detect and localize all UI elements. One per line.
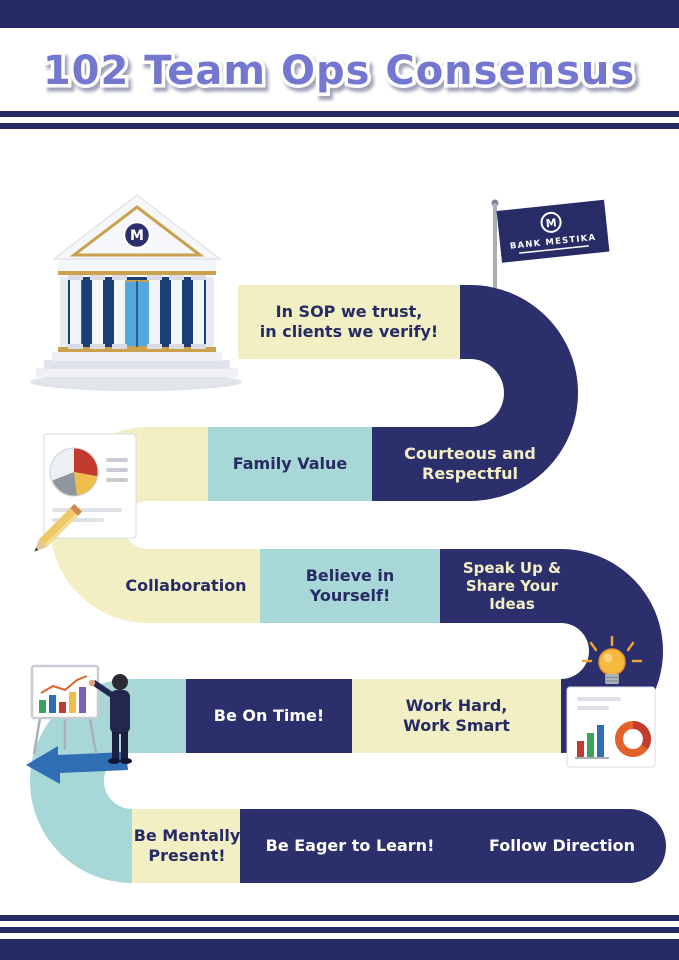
building-step [44,360,230,369]
building-gold-trim [58,271,216,275]
value-label-be-eager: Be Eager to Learn! [265,836,435,856]
donut-chart-icon [615,721,651,757]
building-columns [70,279,204,349]
presenter-whiteboard-illustration [20,638,150,793]
road-segment-be-mentally [132,809,240,883]
footer-rule-1 [0,915,679,921]
page-title: 102 Team Ops Consensus [0,32,679,104]
value-label-be-on-time: Be On Time! [213,706,325,726]
road-segment-be-on-time [186,679,352,753]
road-segment-believe [260,549,440,623]
bar-chart-icon [575,725,609,759]
building-entablature [58,259,216,273]
building-step [36,368,238,377]
road-segment-connector-2 [148,427,208,501]
road-segment-connector-1 [460,285,472,359]
flag-logo-circle [540,211,562,233]
value-label-believe: Believe in Yourself! [305,566,395,605]
bar-chart-icon [39,675,88,713]
footer-rule-2 [0,927,679,933]
building-gold-base [58,347,216,352]
value-label-work-hard: Work Hard, Work Smart [403,696,510,735]
easel-legs [32,717,98,755]
road-segment-in-sop [238,285,460,359]
presenter-person [88,674,132,764]
value-label-in-sop: In SOP we trust, in clients we verify! [259,302,439,341]
road-segment-family-value [208,427,372,501]
lightbulb-rays [581,635,643,663]
building-step [52,352,222,361]
legend-lines [106,458,128,482]
bottom-border-bar [0,939,679,960]
value-label-speak-up: Speak Up & Share Your Ideas [462,558,562,614]
road-segment-courteous [372,427,470,501]
text-lines [577,697,621,710]
top-border-bar [0,0,679,28]
arrow-icon [26,746,128,784]
pie-chart-document-illustration [28,428,148,563]
building-logo-letter: M [130,228,144,244]
building-pediment-trim [69,205,205,257]
value-label-family-value: Family Value [232,454,348,474]
bank-flag-illustration: M BANK MESTIKA [487,197,615,359]
building-shadow [30,373,242,391]
flag-banner: M BANK MESTIKA [496,199,610,263]
road-segment-collaboration [148,549,260,623]
header-rule-2 [0,123,679,129]
value-label-collaboration: Collaboration [125,576,247,596]
pie-chart-icon [49,447,99,497]
value-label-be-mentally: Be Mentally Present! [133,826,241,865]
value-label-courteous: Courteous and Respectful [404,444,536,483]
lightbulb-icon [598,648,626,684]
header-rule-1 [0,111,679,117]
bank-building-illustration: M [22,183,257,395]
road-segment-connector-3 [132,679,186,753]
road-segment-end [240,809,666,883]
poster-title-text: 102 Team Ops Consensus [43,48,635,94]
building-logo-circle [122,220,152,250]
value-label-follow-direction: Follow Direction [488,836,636,856]
flag-logo-letter: M [545,216,557,230]
pencil-icon [34,503,83,552]
lightbulb-document-illustration [553,633,671,775]
road-segment-speak-up [440,549,561,623]
road-segment-work-hard [352,679,561,753]
flag-underline [519,245,589,254]
building-capitals [68,275,206,349]
